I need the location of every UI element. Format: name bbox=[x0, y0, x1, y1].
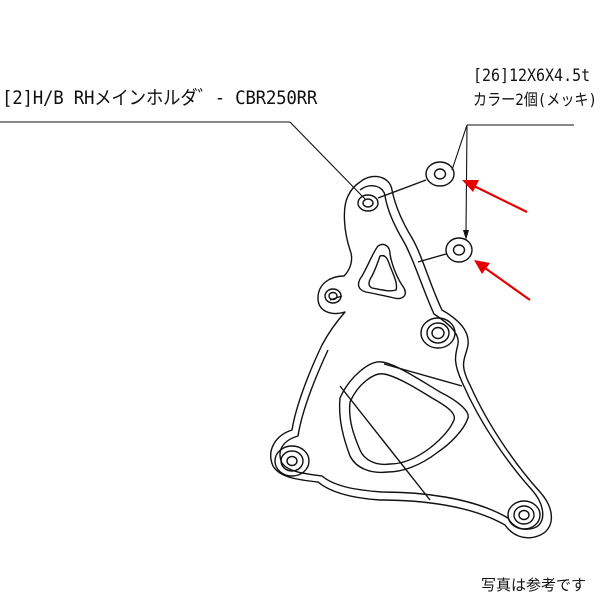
left-mount-hole bbox=[324, 288, 342, 304]
collar-label: [26]12X6X4.5t カラー2個(メッキ) bbox=[473, 64, 600, 112]
pivot-hole bbox=[420, 317, 456, 349]
photo-note-caption: 写真は参考です bbox=[480, 576, 586, 594]
bracket-inner-outline bbox=[279, 185, 544, 530]
collars bbox=[377, 161, 473, 263]
rear-hole bbox=[507, 500, 541, 530]
bracket-outline bbox=[270, 175, 553, 539]
collar-spec-text: [26]12X6X4.5t bbox=[473, 66, 591, 86]
upper-triangle-cutout bbox=[357, 243, 406, 300]
red-arrows bbox=[462, 180, 531, 301]
collar-desc-text: カラー2個(メッキ) bbox=[473, 90, 597, 109]
part-label-leader bbox=[0, 121, 367, 201]
arrow-lower bbox=[474, 260, 531, 301]
collar-label-leader bbox=[451, 124, 574, 240]
footpeg-hole bbox=[274, 445, 310, 477]
top-mount-hole bbox=[357, 194, 379, 212]
collar-upper bbox=[425, 161, 455, 187]
holder-bracket bbox=[270, 175, 553, 539]
bracket-holes bbox=[274, 194, 541, 530]
lower-triangle-cutout bbox=[338, 361, 469, 474]
arrow-upper bbox=[462, 180, 528, 213]
collar-lower bbox=[445, 237, 473, 263]
part-name-label: [2]H/B RHメインホルダ゛- CBR250RR bbox=[2, 87, 318, 109]
